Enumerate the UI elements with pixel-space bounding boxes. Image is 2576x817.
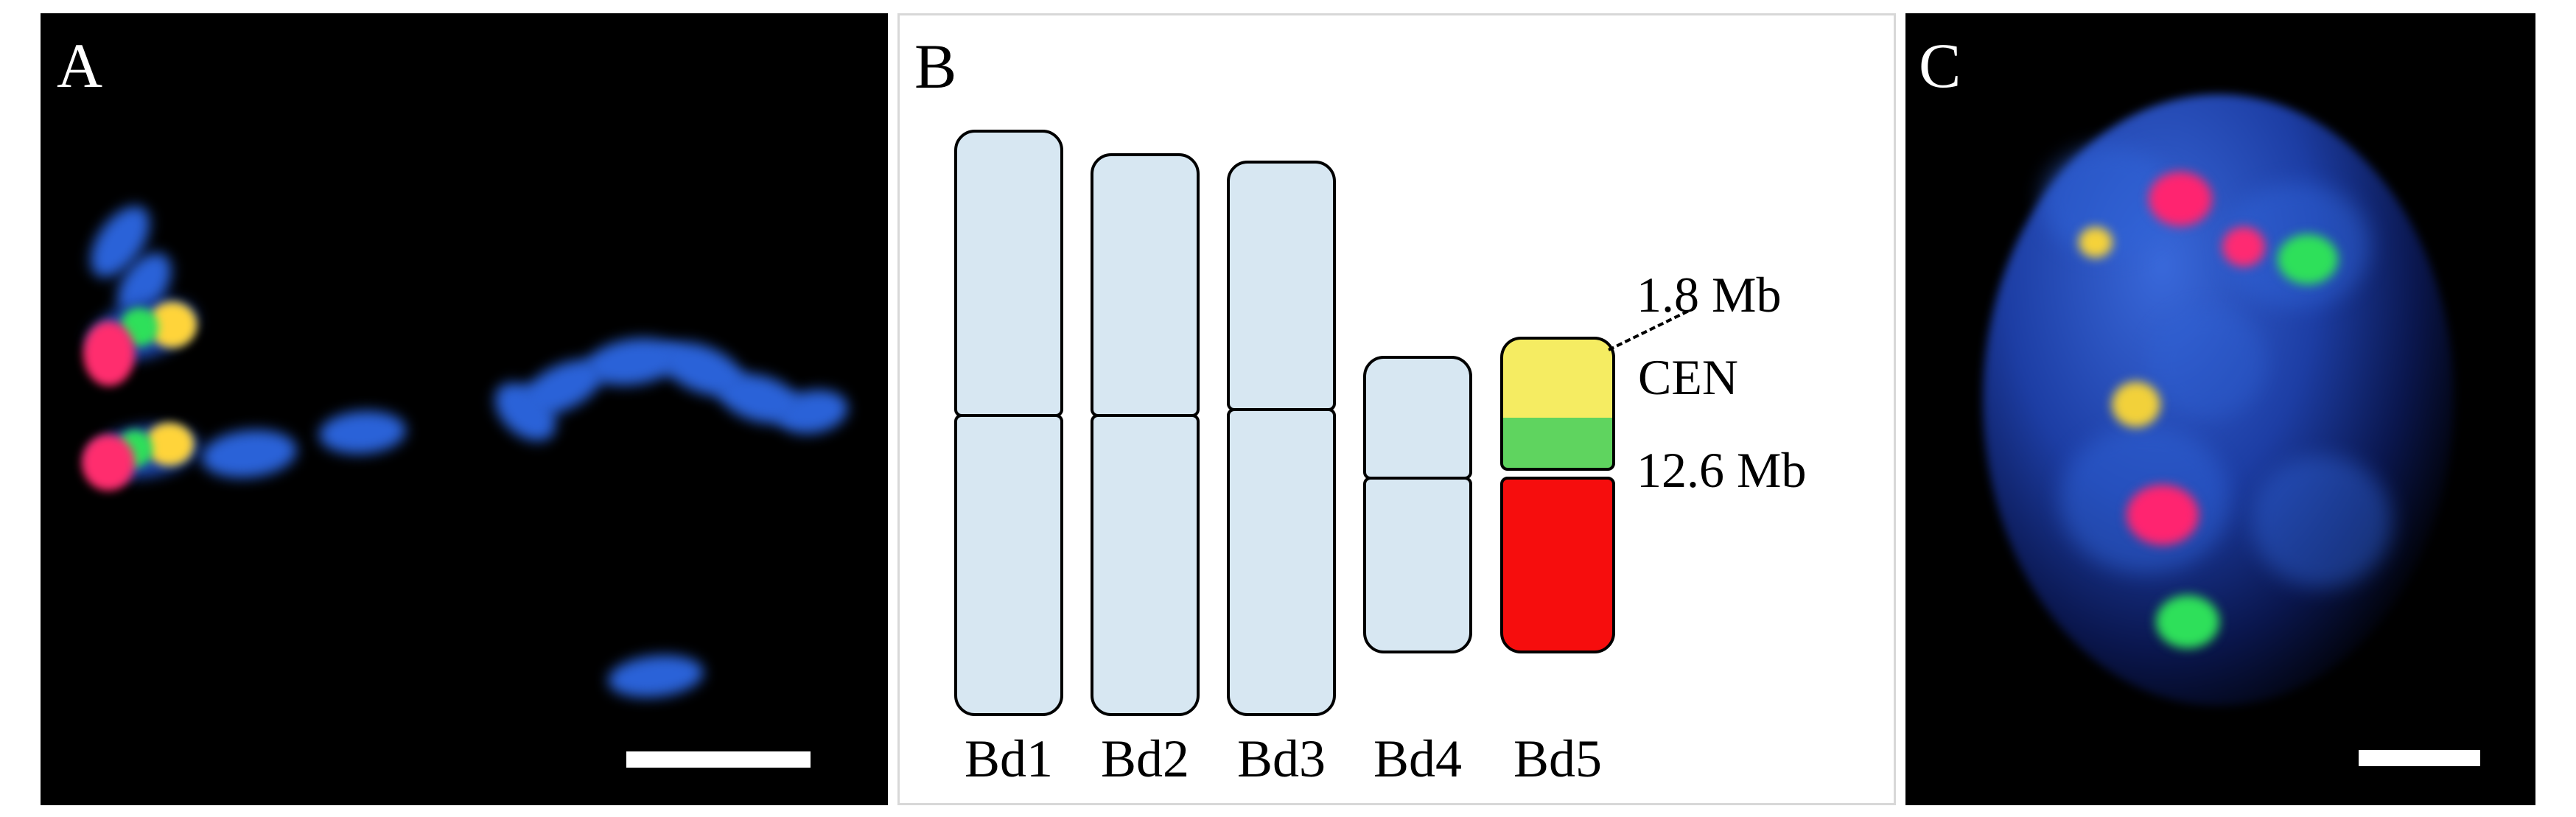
fish-signal-red xyxy=(2149,172,2212,226)
fish-signal-yellow xyxy=(2079,227,2113,258)
chromosome-label-bd5: Bd5 xyxy=(1513,729,1603,788)
bd3-long-arm xyxy=(1227,408,1336,716)
bd1-short-arm xyxy=(954,130,1063,417)
annotation-cen: CEN xyxy=(1638,349,1738,405)
bd1-long-arm xyxy=(954,414,1063,716)
karyotype-group xyxy=(900,53,1894,716)
chromosome-bd1 xyxy=(950,130,1068,716)
chromosome-bd3 xyxy=(1222,161,1340,716)
fish-signal-red xyxy=(83,321,135,386)
chromosome-bd5 xyxy=(1495,337,1620,653)
scale-bar-panel-c xyxy=(2359,750,2480,766)
fish-signal-green xyxy=(2156,595,2219,648)
chromosome-label-bd3: Bd3 xyxy=(1236,729,1326,788)
chromatin-texture xyxy=(2252,455,2392,588)
annotation-1-8mb: 1.8 Mb xyxy=(1637,267,1782,323)
chromosome-bd4 xyxy=(1359,356,1477,653)
chromosome-blob xyxy=(318,407,407,457)
panel-a-metaphase-image: A xyxy=(41,13,888,805)
panel-c-letter: C xyxy=(1919,30,1961,101)
fish-signal-red xyxy=(2222,227,2265,267)
chromatin-texture xyxy=(2149,308,2267,418)
bd3-short-arm xyxy=(1227,161,1336,411)
panel-a-letter: A xyxy=(57,30,103,101)
panel-b-ideogram: B xyxy=(897,13,1896,805)
bd5-red-long-arm xyxy=(1500,477,1615,653)
bd5-yellow-band xyxy=(1500,337,1615,418)
scale-bar-panel-a xyxy=(626,751,811,768)
fish-signal-red xyxy=(82,435,135,491)
fish-signal-yellow xyxy=(145,423,194,466)
chromosome-label-bd1: Bd1 xyxy=(964,729,1054,788)
fish-signal-yellow xyxy=(2112,382,2160,427)
chromosome-blob xyxy=(606,651,706,702)
bd2-short-arm xyxy=(1091,153,1200,417)
panel-b-letter: B xyxy=(914,31,957,102)
fish-signal-red xyxy=(2127,485,2199,545)
fish-signal-green xyxy=(2278,234,2338,284)
annotation-12-6mb: 12.6 Mb xyxy=(1637,442,1807,498)
bd2-long-arm xyxy=(1091,414,1200,716)
panel-c-nucleus-image: C xyxy=(1905,13,2535,805)
chromosome-blob xyxy=(199,425,299,483)
bd4-long-arm xyxy=(1363,477,1472,653)
chromosome-label-bd4: Bd4 xyxy=(1373,729,1463,788)
bd5-green-band xyxy=(1500,418,1615,471)
chromosome-bd2 xyxy=(1086,153,1204,716)
bd4-short-arm xyxy=(1363,356,1472,480)
chromosome-label-bd2: Bd2 xyxy=(1100,729,1190,788)
